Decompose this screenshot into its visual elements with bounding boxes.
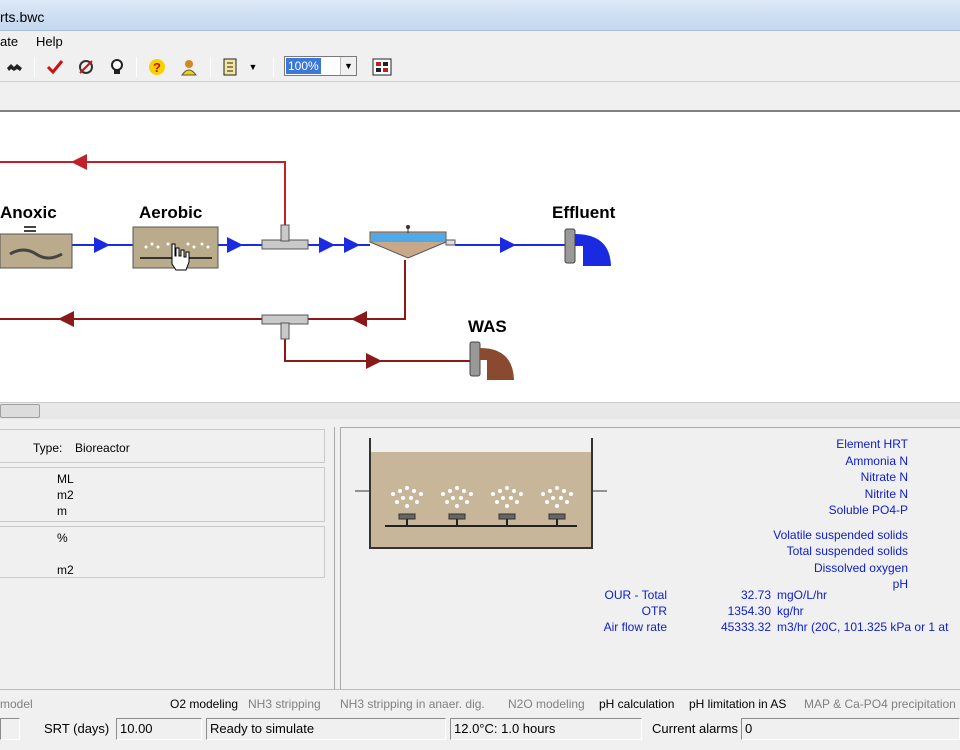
tss-label: Total suspended solids xyxy=(786,544,908,558)
element-stats-labels: Element HRT Ammonia N Nitrate N Nitrite … xyxy=(773,436,908,593)
feature-map-precipitation[interactable]: MAP & Ca-PO4 precipitation xyxy=(804,697,956,711)
dimensions-group: ML m2 m xyxy=(0,467,325,522)
type-group: Type: Bioreactor xyxy=(0,429,325,463)
depth-unit: m xyxy=(57,504,67,518)
feature-nh3-anaer[interactable]: NH3 stripping in anaer. dig. xyxy=(340,697,485,711)
vss-label: Volatile suspended solids xyxy=(773,527,908,542)
status-bar: SRT (days) 10.00 Ready to simulate 12.0°… xyxy=(0,715,960,750)
clarifier[interactable] xyxy=(369,225,456,259)
airflow-unit: m3/hr (20C, 101.325 kPa or 1 at xyxy=(777,620,949,634)
grid-view-icon[interactable] xyxy=(371,56,393,78)
horizontal-scrollbar[interactable] xyxy=(0,402,960,419)
feature-ph-limitation[interactable]: pH limitation in AS xyxy=(689,697,787,711)
feature-n2o-modeling[interactable]: N2O modeling xyxy=(508,697,585,711)
do-label: Dissolved oxygen xyxy=(813,560,908,575)
was-label: WAS xyxy=(468,317,507,336)
our-value: 32.73 xyxy=(740,588,771,602)
area-unit: m2 xyxy=(57,488,74,502)
feature-nh3-stripping[interactable]: NH3 stripping xyxy=(248,697,321,711)
help-icon[interactable]: ? xyxy=(146,56,168,78)
bulb-icon[interactable] xyxy=(106,56,128,78)
aerated-tank-diagram xyxy=(355,438,607,549)
no-sim-icon[interactable] xyxy=(75,56,97,78)
hrt-label: Element HRT xyxy=(836,437,908,451)
type-value: Bioreactor xyxy=(75,441,130,455)
feature-model[interactable]: model xyxy=(0,697,33,711)
type-label: Type: xyxy=(33,441,63,455)
diffuser-area-unit: m2 xyxy=(57,563,74,577)
toolbar-separator xyxy=(273,57,274,77)
otr-label: OTR xyxy=(641,604,667,618)
ph-label: pH xyxy=(892,577,908,591)
menu-item-simulate[interactable]: ate xyxy=(0,34,19,49)
title-bar: rts.bwc xyxy=(0,0,960,31)
status-message: Ready to simulate xyxy=(206,718,446,740)
temperature-status: 12.0°C: 1.0 hours xyxy=(450,718,642,740)
scrollbar-thumb[interactable] xyxy=(0,404,40,418)
splitter-top[interactable] xyxy=(261,224,309,250)
connect-icon[interactable] xyxy=(4,56,26,78)
toolbar: ? ▼ xyxy=(0,52,960,82)
report-icon[interactable] xyxy=(219,56,241,78)
svg-text:?: ? xyxy=(153,60,161,75)
toolbar-separator xyxy=(210,57,211,77)
volume-unit: ML xyxy=(57,472,74,486)
user-help-icon[interactable] xyxy=(178,56,200,78)
airflow-label: Air flow rate xyxy=(603,620,667,634)
model-features-bar: model O2 modeling NH3 stripping NH3 stri… xyxy=(0,689,960,715)
status-box-left xyxy=(0,718,20,740)
otr-value: 1354.30 xyxy=(727,604,771,618)
feature-o2-modeling[interactable]: O2 modeling xyxy=(170,697,239,711)
effluent-label: Effluent xyxy=(552,203,616,222)
checkmark-icon[interactable] xyxy=(44,56,66,78)
effluent-outlet-icon[interactable] xyxy=(564,228,611,266)
internal-recycle-line[interactable] xyxy=(0,154,286,225)
properties-area: Type: Bioreactor ML m2 m % m2 xyxy=(0,419,960,689)
menu-bar: ate Help xyxy=(0,31,960,52)
otr-unit: kg/hr xyxy=(777,604,804,618)
alarms-value[interactable]: 0 xyxy=(741,718,960,740)
anoxic-tank[interactable] xyxy=(0,226,73,269)
zoom-select[interactable]: 100% ▼ xyxy=(284,56,357,76)
toolbar-separator xyxy=(34,57,35,77)
srt-value[interactable]: 10.00 xyxy=(116,718,202,740)
our-unit: mgO/L/hr xyxy=(777,588,828,602)
chevron-down-icon[interactable]: ▼ xyxy=(248,62,258,72)
aerobic-label: Aerobic xyxy=(139,203,203,222)
splitter-bottom[interactable] xyxy=(261,314,309,340)
hand-cursor-icon xyxy=(171,243,190,271)
ammonia-label: Ammonia N xyxy=(845,453,908,468)
was-outlet-icon[interactable] xyxy=(469,341,514,380)
window-title: rts.bwc xyxy=(0,9,45,25)
anoxic-label: Anoxic xyxy=(0,203,57,222)
percent-unit: % xyxy=(57,531,68,545)
zoom-dropdown-icon[interactable]: ▼ xyxy=(340,57,356,75)
flowsheet-canvas[interactable]: Anoxic Aerobic Effluent WAS xyxy=(0,110,960,402)
zoom-value: 100% xyxy=(286,58,321,74)
aeration-units: mgO/L/hr kg/hr m3/hr (20C, 101.325 kPa o… xyxy=(777,588,948,636)
menu-item-help[interactable]: Help xyxy=(36,34,63,49)
return-sludge-line[interactable] xyxy=(0,260,470,369)
airflow-value: 45333.32 xyxy=(720,620,771,634)
element-details-panel: Element HRT Ammonia N Nitrate N Nitrite … xyxy=(340,427,960,689)
srt-label: SRT (days) xyxy=(44,721,110,736)
feature-ph-calculation[interactable]: pH calculation xyxy=(599,697,675,711)
alarms-label: Current alarms xyxy=(652,721,738,736)
nitrite-label: Nitrite N xyxy=(864,486,908,501)
nitrate-label: Nitrate N xyxy=(860,470,908,484)
soluble-po4-label: Soluble PO4-P xyxy=(828,503,908,517)
our-label: OUR - Total xyxy=(604,588,667,602)
toolbar-separator xyxy=(136,57,137,77)
aeration-group: % m2 xyxy=(0,526,325,578)
aeration-values: 32.73 1354.30 45333.32 xyxy=(681,588,771,636)
properties-panel: Type: Bioreactor ML m2 m % m2 xyxy=(0,427,335,689)
